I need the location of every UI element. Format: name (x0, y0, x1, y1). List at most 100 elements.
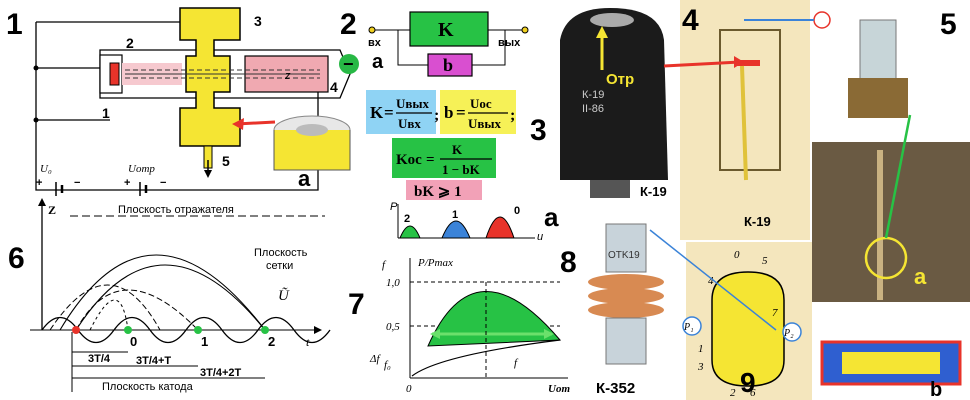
part-label-4: 4 (330, 79, 338, 95)
link-arrow (884, 114, 912, 239)
eq-kos-bg (392, 138, 496, 178)
interval-label-b3: 3T/4+2T (200, 367, 242, 379)
resonator-inset-body (273, 130, 351, 171)
tick-05: 0,5 (386, 321, 400, 333)
inset-label-a: а (298, 166, 311, 191)
point-1 (194, 326, 202, 334)
zones-u-label: u (537, 231, 543, 243)
cutaway-body (719, 29, 781, 171)
zone-label-2: 2 (404, 213, 410, 225)
power-x-label: Uот (548, 383, 570, 395)
label-4: 4 (682, 4, 699, 37)
generation-condition: bK ⩾ 1 (414, 184, 462, 200)
u0-label: U₀ (40, 163, 52, 175)
tick-1: 1,0 (386, 277, 400, 289)
interval-label-b1: 3T/4 (88, 353, 111, 365)
pin-label-2: 2 (730, 387, 736, 399)
zone-0 (485, 216, 515, 239)
resonator (179, 7, 241, 147)
label-7: 7 (348, 288, 365, 321)
trajectory (59, 254, 266, 331)
drawing-label-k19: К-19 (744, 214, 771, 229)
point-red (72, 326, 80, 334)
label-6: 6 (8, 242, 25, 275)
reflector-plane-label: Плоскость отражателя (118, 204, 234, 216)
input-terminal (368, 26, 376, 34)
cond-bg (406, 180, 482, 200)
disc-ring (588, 274, 664, 290)
pin-label-3: 3 (697, 361, 704, 373)
arrow-head (734, 56, 744, 68)
label-8: 8 (560, 246, 577, 279)
point-0 (124, 326, 132, 334)
part-label-3: 3 (254, 13, 262, 29)
zone-2 (399, 225, 421, 239)
panel-4-drawing: 4 К-19 (663, 0, 810, 240)
panel-6-applegate: 6 Z Плоскость отражателя t Плоскость сет… (8, 198, 331, 393)
part-label-5: 5 (222, 153, 230, 169)
trajectory (75, 264, 266, 331)
panel-2-feedback: 2 K b вх вых а K = Uвых Uвх ; b = Uос Uв… (340, 8, 559, 243)
grid-voltage-wave (41, 316, 331, 344)
separator: ; (434, 107, 439, 124)
f-curve-label: f (514, 357, 519, 369)
glass-envelope (605, 223, 647, 273)
inset-b-core (842, 352, 940, 374)
eq2-left: b (444, 103, 453, 122)
eq-sign: = (426, 152, 435, 168)
z-label: z (284, 70, 291, 82)
klystron-body (560, 8, 668, 180)
photo-label-k352: К-352 (596, 380, 635, 397)
cathode-plane-label: Плоскость катода (102, 381, 194, 393)
closeup-photo (812, 142, 970, 302)
eq3-left: Kос (396, 152, 422, 168)
port-label-p2: P₂ (783, 328, 794, 339)
part-label-2: 2 (126, 35, 134, 51)
port-p1 (682, 316, 702, 336)
block-b-label: b (443, 55, 453, 75)
glass-tube (859, 19, 897, 81)
u-label: Ũ (278, 287, 290, 304)
minus-sign: − (343, 54, 354, 74)
eq2-den: Uвых (468, 116, 502, 131)
disc-ring (588, 302, 664, 318)
part-label-1: 1 (102, 105, 110, 121)
label-5: 5 (940, 8, 957, 41)
pointer-arrow (663, 60, 741, 68)
grid-plane-label: сетки (266, 260, 293, 272)
arrow-head (430, 329, 440, 339)
highlight-circle (813, 11, 831, 29)
port-p2 (782, 322, 802, 342)
pin-label-1: 1 (698, 343, 704, 355)
power-curve (427, 291, 562, 347)
block-k-label: K (438, 19, 454, 41)
arrow-head (38, 198, 46, 206)
plus-sign: + (124, 177, 130, 189)
eq-sign: = (456, 103, 466, 122)
plus-sign: + (36, 177, 42, 189)
label-3: 3 (530, 114, 547, 147)
label-2: 2 (340, 8, 357, 41)
panel-1-klystron: 1 z − 2 3 4 1 5 а U (6, 7, 359, 196)
panel-5-photo: 5 а (744, 8, 970, 302)
minus-sign: − (160, 177, 166, 189)
pin-label-7: 7 (772, 307, 778, 319)
interval-label-b2: 3T/4+T (136, 355, 171, 367)
grid-plane-label: Плоскость (254, 247, 308, 259)
trajectory (75, 289, 199, 331)
zone-label-0: 0 (514, 205, 520, 217)
z-axis-label: Z (48, 203, 56, 217)
tuning-screw (590, 13, 634, 27)
label-9: 9 (740, 367, 756, 398)
f0-label: f₀ (384, 359, 391, 371)
arrow-head (314, 326, 322, 334)
zones-p-label: P (390, 201, 398, 213)
eq-b-bg (440, 90, 516, 134)
arrow-head (232, 118, 244, 130)
port-label-p1: P₁ (683, 322, 694, 333)
output-label: вых (498, 37, 521, 49)
point-2 (261, 326, 269, 334)
inset-label-b: b (930, 379, 942, 400)
arrow-head (596, 26, 608, 38)
link-arrow (649, 229, 777, 331)
